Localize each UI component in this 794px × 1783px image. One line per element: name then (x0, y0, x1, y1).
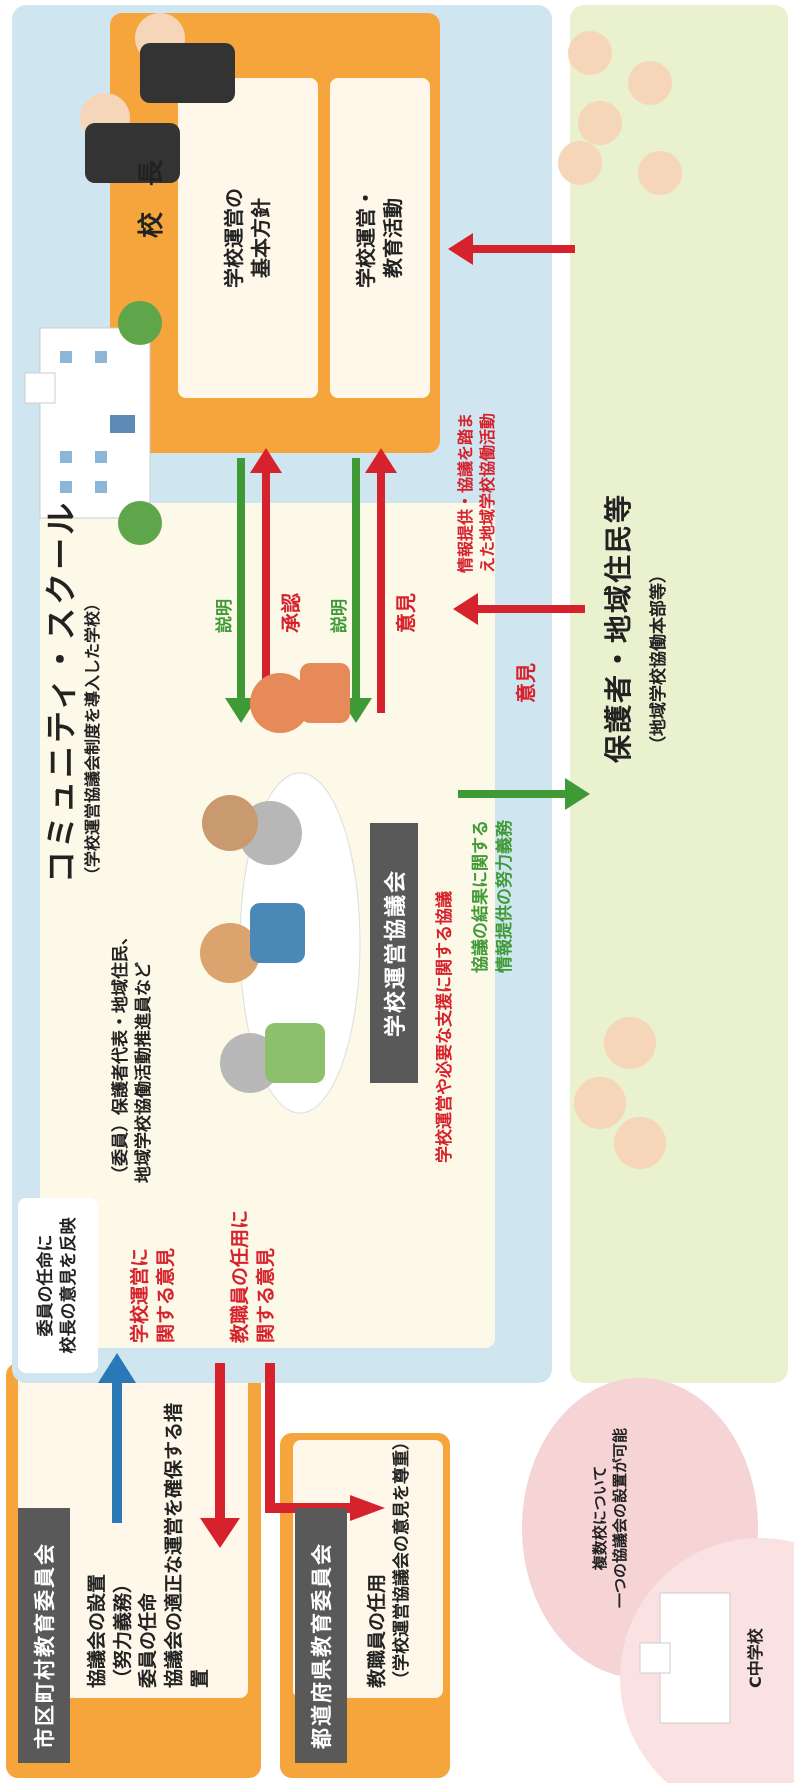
green-info-line1: 協議の結果に関する (471, 820, 491, 973)
community-school-subtitle: （学校運営協議会制度を導入した学校） (83, 594, 102, 883)
label-explain-2: 説明 (330, 599, 350, 633)
policy-line2: 基本方針 (249, 198, 273, 278)
reflect-note-line2: 校長の意見を反映 (59, 1217, 79, 1354)
red-arrow-residents-to-principal (448, 233, 575, 265)
school-op-opinion-line2: 関する意見 (154, 1247, 177, 1343)
green-arrow-council-to-residents (458, 778, 590, 810)
info-red-line1: 情報提供・協議を踏ま (456, 412, 475, 573)
principal-title: 校 長 (137, 159, 167, 238)
item-effort-duty: （努力義務） (111, 1573, 134, 1688)
multi-school-line1: 複数校について (590, 1465, 609, 1571)
green-info-label: 協議の結果に関する 情報提供の努力義務 (470, 820, 518, 973)
item-staff-appointment: 教職員の任用 (366, 1573, 388, 1688)
red-arrow-approve (250, 448, 282, 713)
red-arrow-opinion (365, 448, 397, 713)
school-op-opinion-line1: 学校運営に (129, 1247, 151, 1343)
principal-activities: 学校運営・ 教育活動 (330, 78, 430, 398)
reflect-note: 委員の任命に 校長の意見を反映 (18, 1198, 98, 1373)
reflect-note-line1: 委員の任命に (36, 1234, 57, 1337)
prefectural-board-title: 都道府県教育委員会 (295, 1508, 347, 1763)
label-approve: 承認 (279, 593, 303, 633)
principal-policy: 学校運営の 基本方針 (178, 78, 318, 398)
principal-figures-illustration (80, 13, 235, 183)
members-line1: （委員）保護者代表・地域住民、 (111, 928, 131, 1183)
info-red-label: 情報提供・協議を踏ま えた地域学校協働活動 (455, 413, 500, 573)
opinion-red-label: 意見 (514, 663, 538, 703)
council-label: 学校運営協議会 (370, 823, 418, 1083)
policy-line1: 学校運営の (222, 188, 246, 288)
c-school-label: C中学校 (746, 1628, 765, 1688)
residents-figures-illustration (558, 31, 682, 1169)
prefectural-board-items: 教職員の任用 （学校運営協議会の意見を尊重） (365, 1433, 414, 1688)
principal-activities-box (330, 78, 430, 398)
staff-opinion-label: 教職員の任用に 関する意見 (228, 1210, 279, 1343)
info-red-line2: えた地域学校協働活動 (478, 412, 498, 573)
municipal-board-inner (18, 1368, 248, 1698)
green-arrow-explain-1 (225, 458, 257, 723)
municipal-board-title: 市区町村教育委員会 (18, 1508, 70, 1763)
council-description: 学校運営や必要な支援に関する協議 (435, 891, 455, 1163)
staff-opinion-line2: 関する意見 (254, 1247, 277, 1343)
council-members: （委員）保護者代表・地域住民、 地域学校協働活動推進員など (110, 863, 156, 1183)
council-people-illustration (200, 663, 361, 1114)
multi-school-line2: 一つの協議会の設置が可能 (611, 1428, 629, 1609)
residents-subtitle: （地域学校協働本部等） (649, 566, 669, 753)
activities-line2: 教育活動 (381, 198, 405, 278)
municipal-board-items: 協議会の設置 （努力義務） 委員の任命 協議会の適正な運営を確保する措置 (85, 1388, 213, 1688)
school-op-opinion-label: 学校運営に 関する意見 (128, 1248, 179, 1343)
activities-line1: 学校運営・ (354, 188, 378, 288)
blue-arrow (98, 1353, 136, 1523)
item-appointment: 委員の任命 (137, 1592, 160, 1688)
item-proper-operation: 協議会の適正な運営を確保する措置 (162, 1402, 211, 1688)
multi-school-note: 複数校について 一つの協議会の設置が可能 (570, 1403, 650, 1633)
community-school-title: コミュニティ・スクール (42, 499, 80, 883)
red-arrow-school-to-board (200, 1363, 240, 1548)
green-info-line2: 情報提供の努力義務 (494, 820, 515, 973)
principal-policy-box (178, 78, 318, 398)
c-school-building-icon (639, 1592, 731, 1724)
item-respect-opinion: （学校運営協議会の意見を尊重） (391, 1433, 412, 1688)
members-line2: 地域学校協働活動推進員など (133, 962, 154, 1183)
staff-opinion-line1: 教職員の任用に (229, 1209, 251, 1343)
item-council-setup: 協議会の設置 (86, 1573, 108, 1688)
red-arrow-residents-to-council (453, 593, 585, 625)
label-explain-1: 説明 (215, 599, 235, 633)
school-building-icon (24, 301, 162, 545)
label-opinion: 意見 (394, 593, 418, 633)
residents-title: 保護者・地域住民等 (602, 492, 635, 763)
